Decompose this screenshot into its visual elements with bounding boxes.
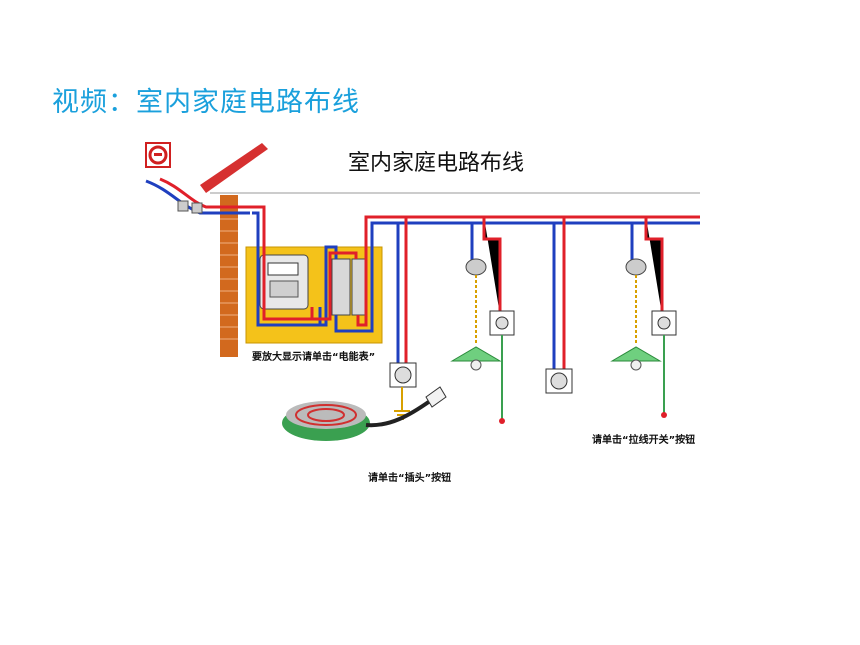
- socket-icon: [389, 362, 417, 388]
- pull-cord-icon-2[interactable]: [661, 412, 667, 418]
- insulator-icon: [177, 200, 203, 214]
- plug-caption: 请单击“插头”按钮: [368, 473, 452, 484]
- diagram-heading: 室内家庭电路布线: [348, 151, 525, 176]
- hot-plate: [282, 401, 370, 441]
- pull-cord-icon[interactable]: [499, 418, 505, 424]
- roof: [200, 143, 268, 193]
- ceiling-rose-icon-2: [625, 258, 647, 276]
- meter-caption: 要放大显示请单击“电能表”: [252, 352, 376, 363]
- socket-icon-2: [545, 368, 573, 394]
- pull-switch-icon: [489, 310, 515, 336]
- pull-switch-caption: 请单击“拉线开关”按钮: [592, 435, 696, 446]
- electric-meter[interactable]: [259, 254, 309, 310]
- lamp-icon-2: [610, 346, 662, 371]
- wiring-diagram: 室内家庭电路布线 要放大显示请单击“电能表” 请单击“插头”按钮 请单击“拉线开…: [140, 135, 720, 495]
- incoming-live-wire: [159, 177, 252, 209]
- logo-icon: [145, 142, 171, 168]
- brick-wall: [220, 195, 238, 357]
- main-neutral-wire: [334, 221, 700, 333]
- plug-button[interactable]: [425, 386, 447, 408]
- wiring-diagram-svg: [145, 142, 700, 441]
- main-live-wire: [356, 215, 700, 327]
- fuse-box: [331, 258, 367, 316]
- ceiling-rose-icon: [465, 258, 487, 276]
- pull-switch-button[interactable]: [651, 310, 677, 336]
- slide-title: 视频：室内家庭电路布线: [52, 87, 360, 118]
- lamp-icon: [450, 346, 502, 371]
